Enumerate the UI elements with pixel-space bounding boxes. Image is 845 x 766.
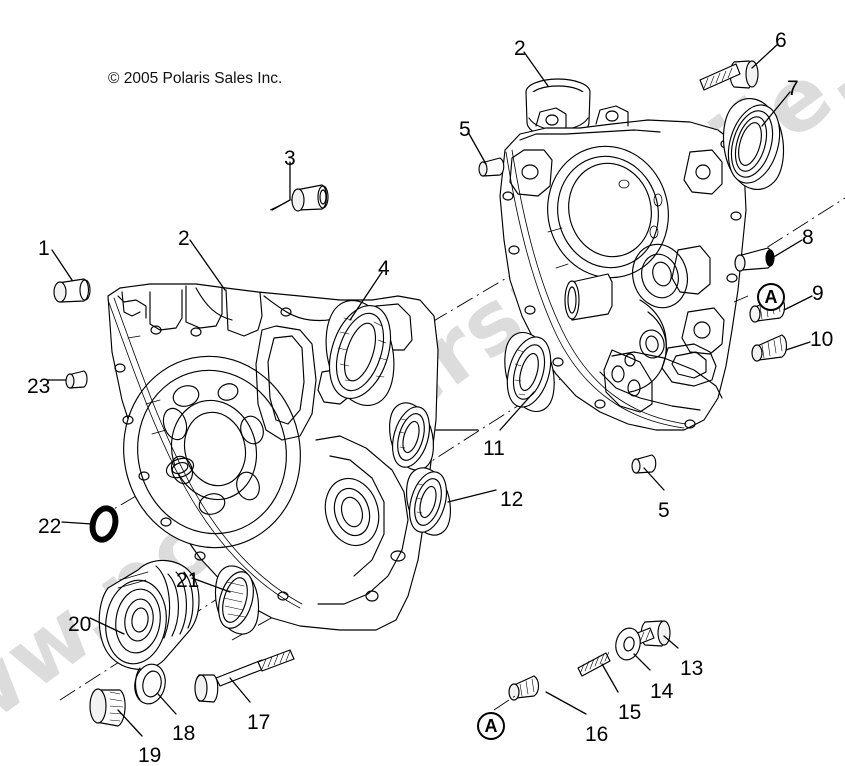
- callout-4: 4: [378, 257, 390, 280]
- copyright-notice: © 2005 Polaris Sales Inc.: [108, 70, 283, 87]
- oil-seal-7: [722, 98, 785, 190]
- callout-19: 19: [138, 744, 162, 766]
- dowel-pin-23: [65, 370, 88, 389]
- spring-15: [577, 651, 611, 677]
- o-ring-22: [89, 505, 119, 543]
- callout-1: 1: [38, 237, 50, 260]
- callout-3: 3: [284, 147, 296, 170]
- crankcase-half-right-body: [499, 78, 747, 431]
- leader-lines: [47, 43, 813, 737]
- callout-5-lower: 5: [658, 499, 670, 522]
- set-screw-16: [508, 675, 540, 701]
- callout-18: 18: [172, 722, 196, 745]
- callout-9: 9: [812, 282, 824, 305]
- callout-13: 13: [680, 657, 704, 680]
- bearing-small-12: [406, 467, 451, 536]
- callout-8: 8: [802, 226, 814, 249]
- callout-12: 12: [500, 488, 524, 511]
- callout-6: 6: [775, 29, 787, 52]
- callout-20: 20: [68, 613, 92, 636]
- callout-7: 7: [787, 77, 799, 100]
- dowel-pin-5-upper: [478, 157, 505, 177]
- callout-14: 14: [650, 680, 674, 703]
- callout-11: 11: [483, 437, 505, 460]
- oil-seal-21: [214, 565, 260, 635]
- callout-21: 21: [176, 569, 200, 592]
- callout-17: 17: [247, 711, 271, 734]
- bearing-11-lower: [389, 402, 434, 471]
- dowel-pin-5-lower: [631, 454, 657, 474]
- callout-10: 10: [810, 328, 834, 351]
- callout-2-left: 2: [178, 227, 190, 250]
- washer-14: [615, 627, 641, 661]
- dowel-pin-1: [53, 278, 91, 303]
- bushing-3: [291, 184, 329, 212]
- callout-2-right: 2: [514, 37, 526, 60]
- callout-23: 23: [27, 375, 51, 398]
- callout-16: 16: [585, 723, 609, 746]
- reference-marker-a-bottom: A: [477, 712, 505, 740]
- callout-22: 22: [38, 515, 62, 538]
- set-screw-10: [751, 334, 788, 362]
- reference-marker-a-right: A: [757, 283, 785, 311]
- callout-15: 15: [618, 701, 642, 724]
- oil-filter-assembly-20: [98, 559, 200, 670]
- dowel-pin-8: [734, 247, 775, 272]
- drain-plug-19: [89, 688, 126, 727]
- bearing-large-4: [325, 300, 395, 406]
- flange-bolt-6: [699, 60, 759, 91]
- bearing-11-upper: [504, 332, 555, 412]
- callout-5-upper: 5: [459, 118, 471, 141]
- bolt-long-17: [194, 649, 295, 703]
